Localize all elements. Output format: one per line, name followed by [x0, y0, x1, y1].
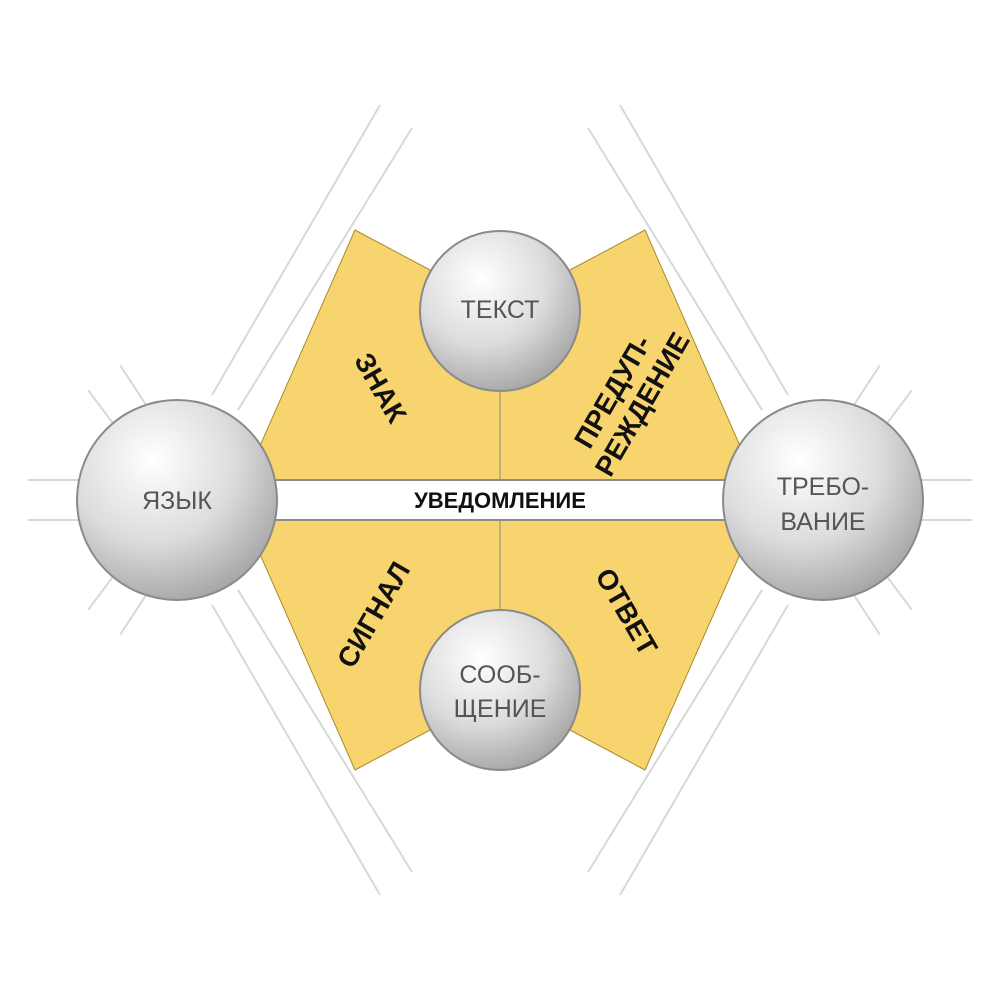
- sphere-bottom: СООБ- ЩЕНИЕ: [419, 609, 581, 771]
- frame-line-top-left-inner: [237, 127, 413, 411]
- ray-right-4: [851, 364, 881, 409]
- sphere-right-label-line-2: ВАНИЕ: [780, 508, 865, 536]
- sphere-top-circle: [419, 230, 581, 392]
- frame-line-top-left-outer: [211, 104, 381, 396]
- sphere-right-circle: [722, 399, 924, 601]
- frame-line-top-right-inner: [587, 127, 763, 411]
- sphere-top-label: ТЕКСТ: [461, 296, 540, 324]
- frame-line-top-right-outer: [619, 104, 789, 396]
- frame-line-bottom-right-outer: [619, 604, 789, 896]
- ray-left-6: [119, 591, 149, 636]
- sphere-left-label: ЯЗЫК: [142, 487, 212, 515]
- frame-line-bottom-right-inner: [587, 589, 763, 873]
- sphere-right: ТРЕБО- ВАНИЕ: [722, 399, 924, 601]
- ray-right-6: [851, 591, 881, 636]
- sphere-bottom-label-line-1: СООБ-: [459, 661, 540, 689]
- sphere-right-label-line-1: ТРЕБО-: [777, 473, 870, 501]
- frame-line-bottom-left-outer: [211, 604, 381, 896]
- frame-lines: [28, 104, 972, 896]
- sphere-top: ТЕКСТ: [419, 230, 581, 392]
- sphere-left-circle: [76, 399, 278, 601]
- center-band-label: УВЕДОМЛЕНИЕ: [414, 488, 586, 513]
- sphere-left: ЯЗЫК: [76, 399, 278, 601]
- sphere-bottom-circle: [419, 609, 581, 771]
- sphere-bottom-label-line-2: ЩЕНИЕ: [454, 695, 547, 723]
- ray-left-4: [119, 364, 149, 409]
- frame-line-bottom-left-inner: [237, 589, 413, 873]
